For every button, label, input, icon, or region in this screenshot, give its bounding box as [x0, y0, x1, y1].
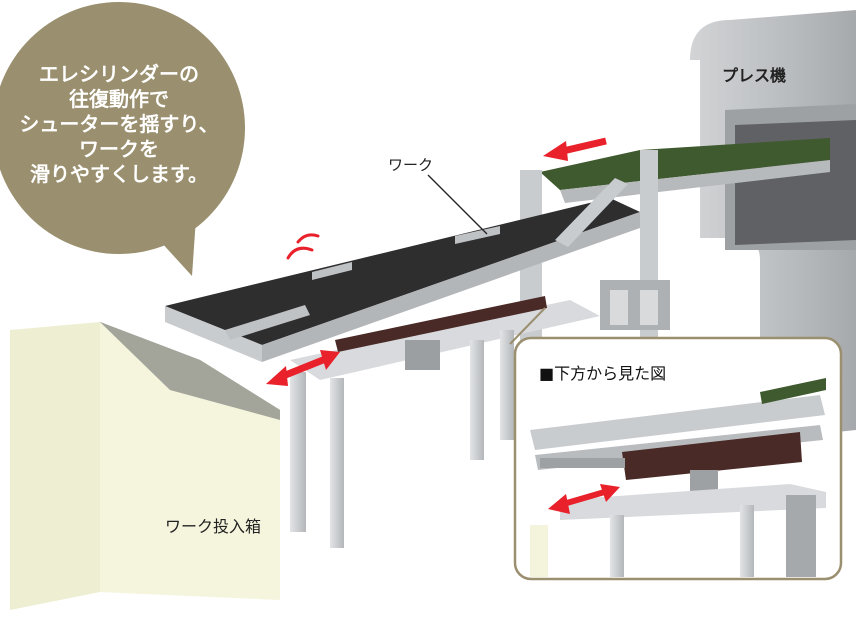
inset-view: [509, 307, 843, 581]
electric-cylinder: [335, 296, 547, 370]
inset-title: ■下方から見た図: [539, 364, 667, 383]
speech-bubble: [0, 2, 245, 276]
chute-table: [290, 300, 600, 548]
press-conveyor: [520, 138, 830, 345]
input-box-label: ワーク投入箱: [165, 517, 262, 536]
workpiece-label: ワーク: [388, 156, 434, 174]
bubble-text: エレシリンダーの 往復動作で シューターを揺すり、 ワークを 滑りやすくします。: [19, 62, 219, 186]
chute-conveyor: [165, 178, 640, 362]
press-direction-arrow: [543, 137, 607, 161]
vibration-mark: [286, 233, 320, 260]
input-box: [10, 322, 280, 610]
workpiece-leader-line: [427, 174, 488, 235]
chute-direction-arrow: [266, 350, 340, 386]
press-machine-label: プレス機: [722, 66, 787, 85]
